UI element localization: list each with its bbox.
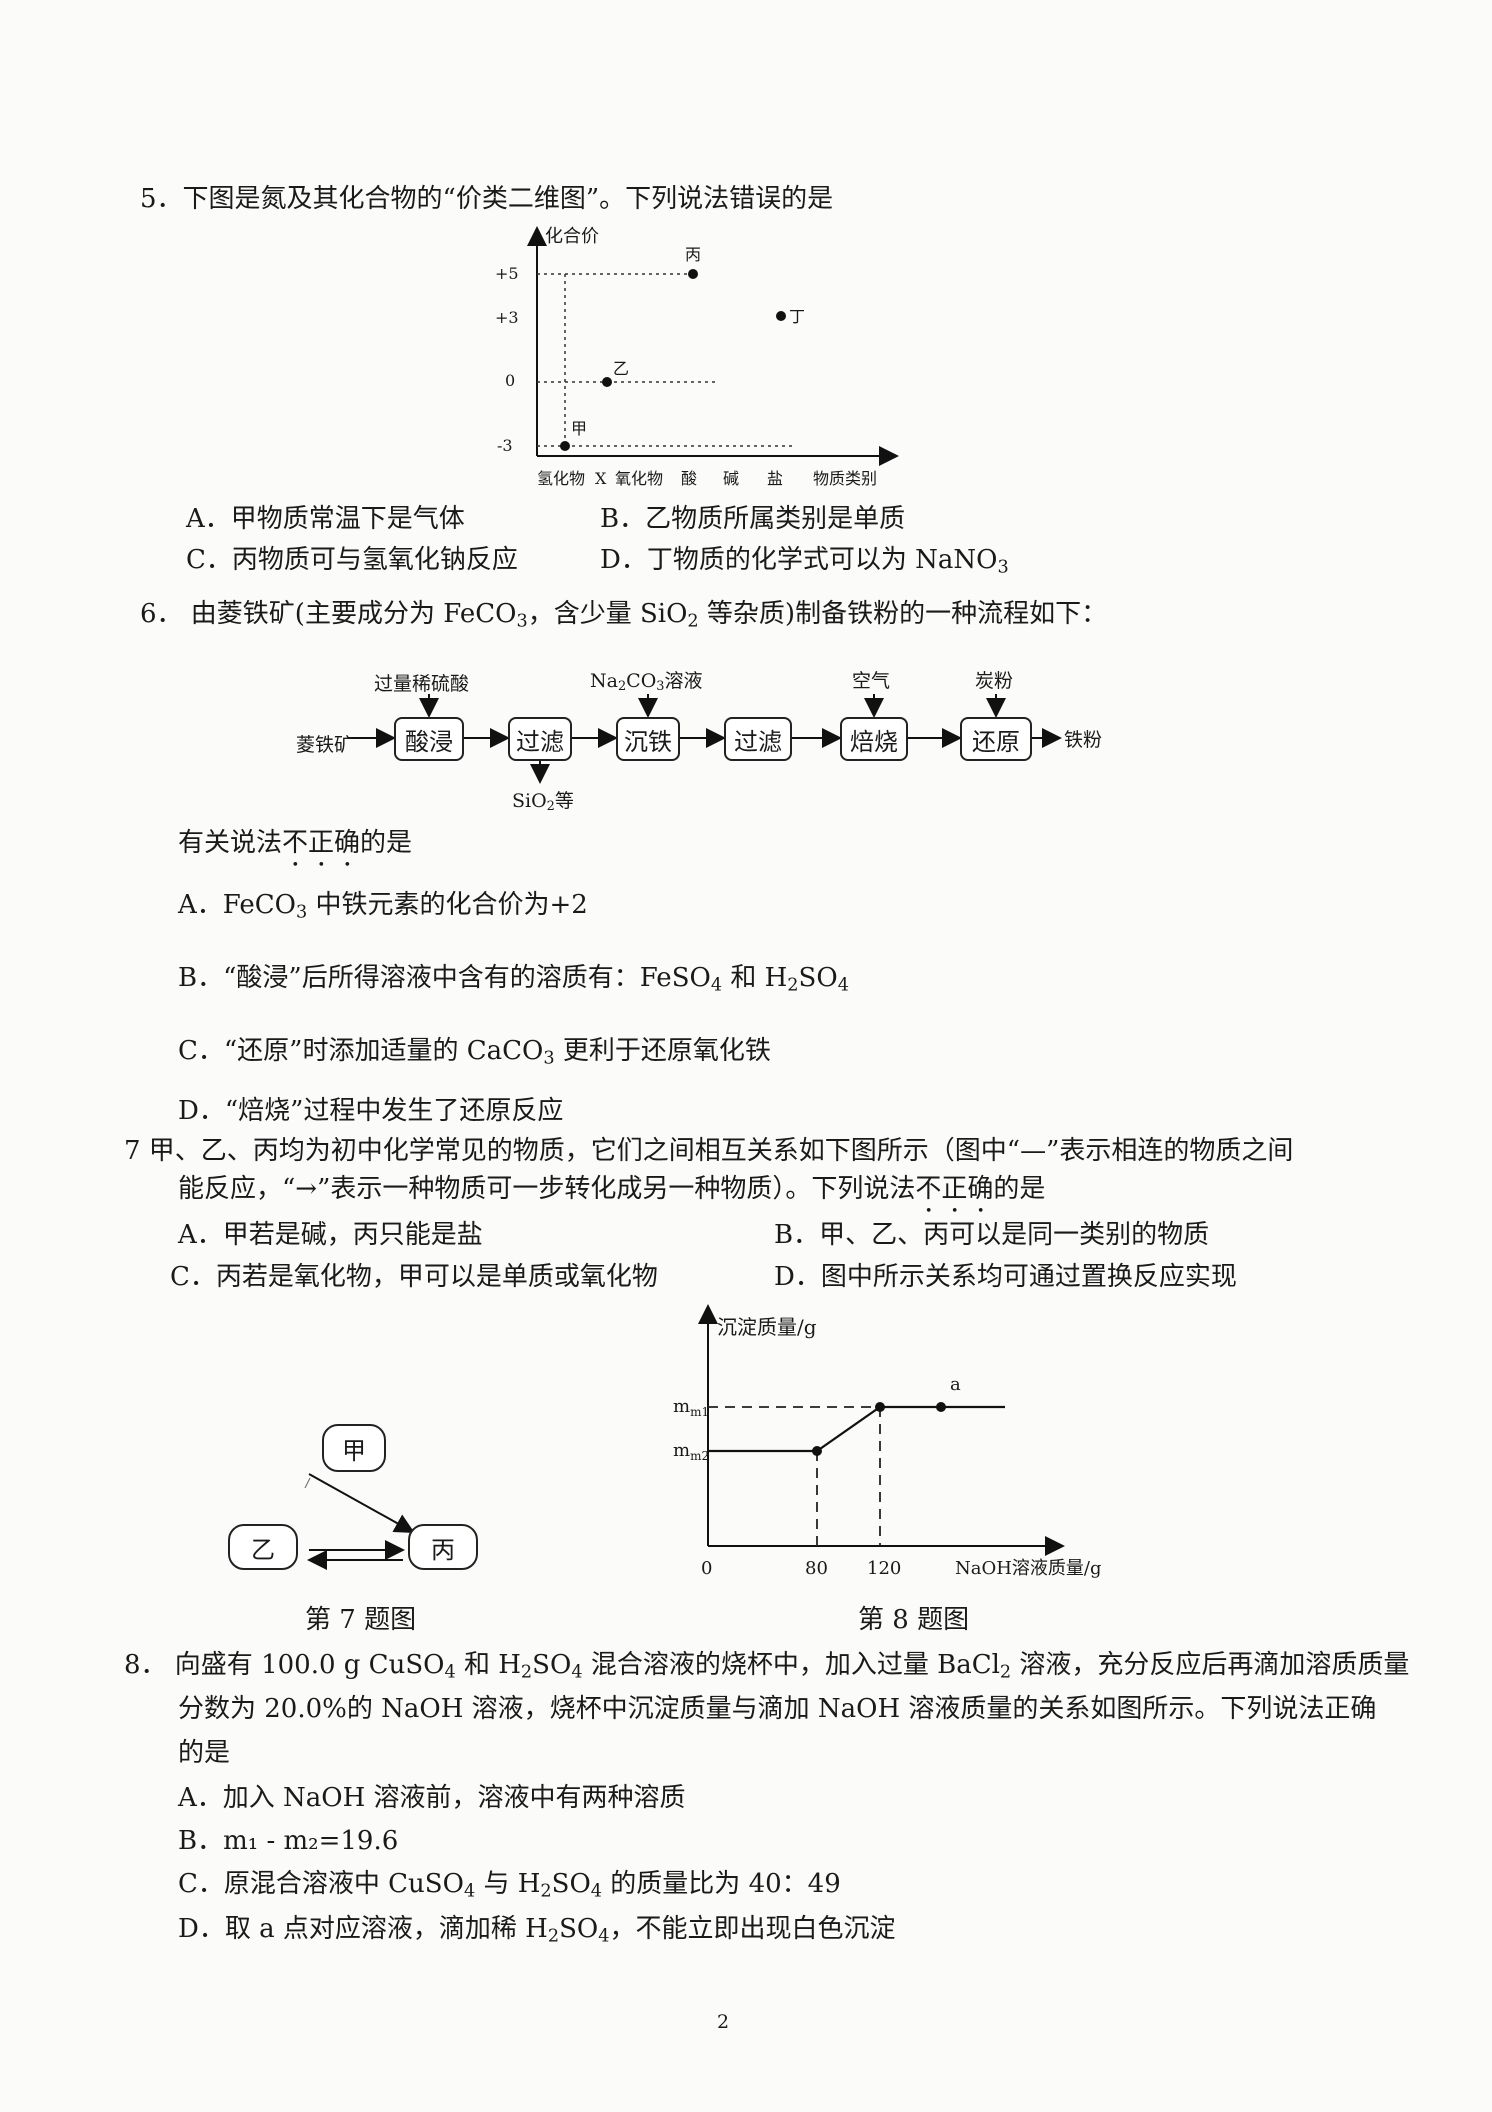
q5-x-label: 物质类别 [813,469,877,488]
page-number: 2 [717,2011,730,2033]
q8-x-tick-0: 0 [701,1558,712,1579]
q6-option-b: B．“酸浸”后所得溶液中含有的溶质有：FeSO4 和 H2SO4 [178,963,849,996]
q8-x-label: NaOH溶液质量/g [955,1558,1102,1579]
q5-x-cat-acid: 酸 [681,469,697,488]
q8-point-a [936,1402,946,1412]
q5-option-a: A．甲物质常温下是气体 [186,504,465,534]
q5-point-bing [688,269,698,279]
q8-option-d: D．取 a 点对应溶液，滴加稀 H2SO4，不能立即出现白色沉淀 [178,1914,896,1947]
q5-y-tick-0: 0 [505,371,515,390]
q5-option-d: D．丁物质的化学式可以为 NaNO3 [600,545,1009,578]
q8-y-tick-m1: mm1 [673,1396,709,1419]
q8-stem-line2: 分数为 20.0%的 NaOH 溶液，烧杯中沉淀质量与滴加 NaOH 溶液质量的… [178,1694,1377,1724]
q5-valence-class-chart: 化合价 +5 +3 0 -3 甲 乙 丙 丁 氢化物 X 氧化物 酸 碱 盐 物… [495,226,899,488]
q6-input-acid: 过量稀硫酸 [374,673,470,695]
q5-y-tick-p3: +3 [495,308,519,327]
q6-option-d: D．“焙烧”过程中发生了还原反应 [178,1096,564,1126]
q7-node-bing: 丙 [408,1524,478,1570]
q7-stem-line1: 7 甲、乙、丙均为初中化学常见的物质，它们之间相互关系如下图所示（图中“—”表示… [124,1136,1294,1166]
q5-point-label-jia: 甲 [571,419,587,438]
q5-y-tick-m3: -3 [497,436,513,455]
q5-y-tick-p5: +5 [495,264,519,283]
q7-option-b: B．甲、乙、丙可以是同一类别的物质 [774,1220,1210,1250]
q6-step-precipitate-iron: 沉铁 [616,717,680,761]
q6-flow-start: 菱铁矿 [296,734,354,756]
q5-x-cat-oxide: 氧化物 [615,469,663,488]
q8-point-120 [875,1402,885,1412]
q8-option-a: A．加入 NaOH 溶液前，溶液中有两种溶质 [178,1783,686,1813]
q5-option-c: C．丙物质可与氢氧化钠反应 [186,545,518,575]
q7-node-yi: 乙 [228,1524,298,1570]
q5-point-yi [602,377,612,387]
q8-precipitate-chart: 沉淀质量/g mm1 mm2 a 0 80 120 NaOH溶液质量/g [673,1304,1102,1579]
q6-stem: 6． 由菱铁矿(主要成分为 FeCO3，含少量 SiO2 等杂质)制备铁粉的一种… [140,599,1108,632]
q5-x-cat-x: X [595,469,607,488]
q8-x-tick-120: 120 [867,1558,901,1579]
q6-flow-arrows [348,694,1062,784]
q7-relation-arrows [304,1473,415,1570]
q5-point-label-yi: 乙 [613,359,629,378]
q6-input-na2co3: Na2CO3溶液 [590,670,703,695]
q5-point-label-ding: 丁 [789,307,805,326]
q8-option-b: B．m₁ - m₂=19.6 [178,1826,399,1856]
q5-point-jia [560,441,570,451]
q8-point-80 [812,1446,822,1456]
q8-stem-line3: 的是 [178,1738,231,1768]
q8-point-a-label: a [950,1374,961,1395]
q6-flow-end: 铁粉 [1064,729,1103,751]
q8-stem-line1: 8． 向盛有 100.0 g CuSO4 和 H2SO4 混合溶液的烧杯中，加入… [124,1650,1410,1683]
q5-option-b: B．乙物质所属类别是单质 [600,504,906,534]
q5-point-label-bing: 丙 [685,245,701,264]
q7-option-c: C．丙若是氧化物，甲可以是单质或氧化物 [170,1262,658,1292]
q8-series-line [708,1405,1005,1453]
q6-step-filter-1: 过滤 [508,717,572,761]
q5-stem: 5．下图是氮及其化合物的“价类二维图”。下列说法错误的是 [140,184,834,214]
q6-step-roast: 焙烧 [840,717,908,761]
q8-option-c: C．原混合溶液中 CuSO4 与 H2SO4 的质量比为 40：49 [178,1869,841,1902]
q6-prompt: 有关说法不正确的是 [178,828,413,858]
q6-option-c: C．“还原”时添加适量的 CaCO3 更利于还原氧化铁 [178,1036,771,1069]
q6-option-a: A．FeCO3 中铁元素的化合价为+2 [178,890,588,923]
q5-x-cat-hydride: 氢化物 [537,469,585,488]
q7-node-jia: 甲 [322,1424,386,1472]
q6-output-sio2: SiO2等 [512,790,574,815]
q6-step-reduce: 还原 [960,717,1032,761]
q6-step-filter-2: 过滤 [724,717,792,761]
q7-figure-caption: 第 7 题图 [305,1605,417,1635]
q8-x-tick-80: 80 [805,1558,828,1579]
q6-input-air: 空气 [852,670,891,692]
q6-input-carbon: 炭粉 [975,670,1014,692]
q8-y-label: 沉淀质量/g [717,1315,817,1339]
q5-point-ding [776,311,786,321]
q5-y-label: 化合价 [545,226,599,247]
q5-x-cat-base: 碱 [723,469,739,488]
q8-figure-caption: 第 8 题图 [858,1605,970,1635]
q5-x-cat-salt: 盐 [767,469,783,488]
q8-y-tick-m2: mm2 [673,1440,709,1463]
q7-stem-line2: 能反应，“→”表示一种物质可一步转化成另一种物质）。下列说法不正确的是 [178,1174,1046,1204]
q7-option-a: A．甲若是碱，丙只能是盐 [178,1220,483,1250]
q6-step-acid-leach: 酸浸 [394,717,464,761]
q7-option-d: D．图中所示关系均可通过置换反应实现 [774,1262,1237,1292]
